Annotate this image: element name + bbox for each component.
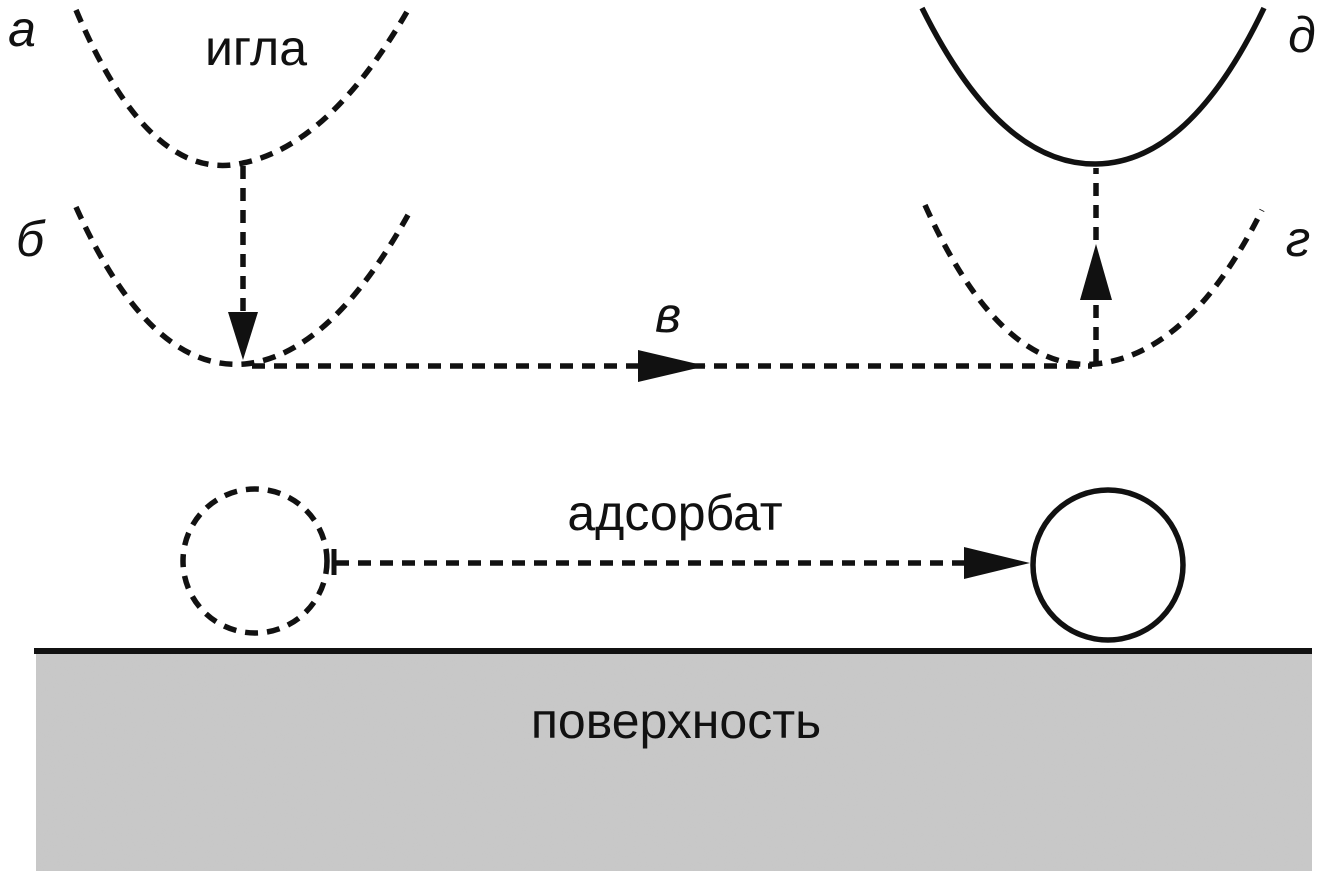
tip-position-g xyxy=(922,203,1265,368)
arrow-down-head xyxy=(228,312,258,360)
arrow-up-g-to-d xyxy=(1080,168,1112,362)
needle-label: игла xyxy=(205,20,307,76)
lateral-path-v xyxy=(252,350,1092,382)
label-d: д xyxy=(1288,7,1316,63)
tip-position-b xyxy=(73,205,411,368)
tip-position-a: игла xyxy=(73,8,411,169)
label-g: г xyxy=(1286,211,1311,267)
lateral-arrow-head xyxy=(638,350,706,382)
tip-outline-a xyxy=(73,8,411,169)
adsorbate-final xyxy=(1030,487,1186,643)
arrow-down-a-to-b xyxy=(228,166,258,360)
surface-texture xyxy=(36,650,1312,871)
label-a: а xyxy=(8,1,36,57)
adsorbate-initial-circle xyxy=(180,486,330,636)
surface-block: поверхность xyxy=(34,648,1312,871)
tip-outline-d xyxy=(919,6,1267,167)
adsorbate-move-arrow: адсорбат xyxy=(331,485,1030,579)
adsorbate-move-head xyxy=(964,547,1030,579)
tip-outline-b xyxy=(73,205,411,368)
surface-label: поверхность xyxy=(531,693,821,749)
adsorbate-final-circle xyxy=(1030,487,1186,643)
adsorbate-initial xyxy=(180,486,330,636)
tip-position-d xyxy=(919,6,1267,167)
adsorbate-label: адсорбат xyxy=(567,485,782,541)
arrow-up-head xyxy=(1080,244,1112,300)
label-b: б xyxy=(16,211,46,267)
tip-outline-g xyxy=(922,203,1265,368)
label-v: в xyxy=(655,287,681,343)
